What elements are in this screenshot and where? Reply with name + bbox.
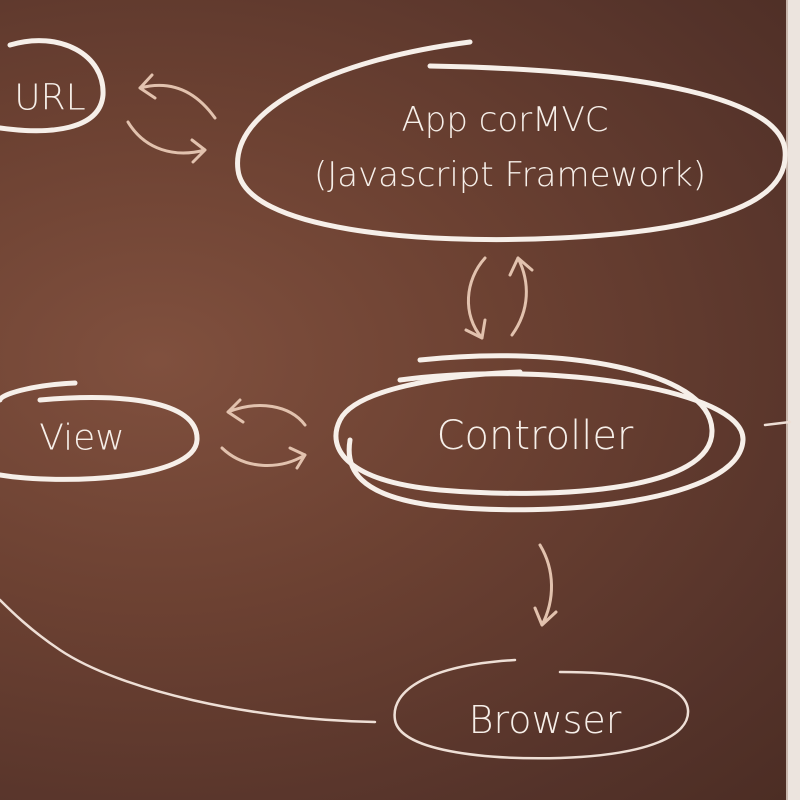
controller-ellipse-2 xyxy=(346,371,746,513)
controller-node-label: Controller xyxy=(436,413,634,459)
app-ellipse xyxy=(235,39,788,243)
arrow-view-to-controller xyxy=(220,446,307,470)
arrow-app-to-url xyxy=(138,73,217,120)
browser-node-label: Browser xyxy=(468,698,622,742)
app-node-label-line1: App corMVC xyxy=(401,100,609,140)
arrow-controller-to-app xyxy=(508,256,534,337)
controller-ellipse-1 xyxy=(333,353,715,496)
view-ellipse xyxy=(0,380,200,482)
arrow-url-to-app xyxy=(126,120,207,164)
browser-ellipse xyxy=(393,658,690,760)
url-ellipse xyxy=(0,38,106,134)
view-node-label: View xyxy=(39,417,125,459)
arrow-controller-to-browser xyxy=(533,543,558,627)
right-connector xyxy=(763,420,792,427)
arrow-controller-to-view xyxy=(226,398,307,427)
url-node-label: URL xyxy=(14,77,86,119)
right-edge-strip xyxy=(786,0,800,800)
app-node-label-line2: (Javascript Framework) xyxy=(313,155,707,195)
arrow-app-to-controller xyxy=(464,256,487,340)
browser-to-url-curve xyxy=(0,598,377,724)
